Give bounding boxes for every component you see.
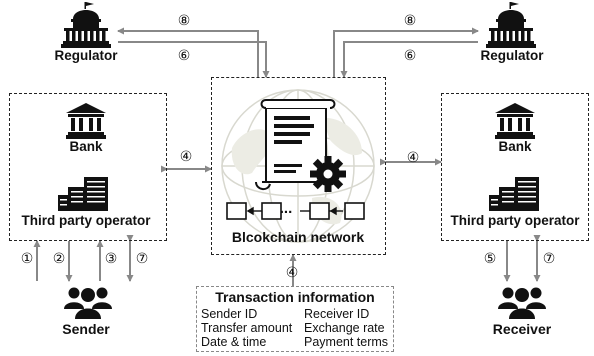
transaction-info-title: Transaction information [215,289,375,305]
arrow-step6-left [118,41,270,78]
sender-label: Sender [62,321,110,337]
operator-right-icon [489,177,539,211]
sender-people-icon [64,287,112,319]
blockchain-network-box [211,77,386,255]
receiver-people-icon [498,287,546,319]
step8-right-label: ⑧ [403,13,417,29]
step5-label: ⑤ [483,251,497,267]
info-exchange-rate: Exchange rate [304,321,385,335]
step4-left-label: ④ [179,149,193,165]
receiver-institutions-box [441,93,589,241]
arrow-step6-right [340,41,478,78]
bank-right-label: Bank [498,139,532,154]
step8-left-label: ⑧ [177,13,191,29]
step7-receiver-label: ⑦ [542,251,556,267]
operator-left-icon [58,177,108,211]
operator-right-label: Third party operator [450,213,580,228]
step1-label: ① [20,251,34,267]
bank-left-label: Bank [69,139,103,154]
bank-right-icon [495,103,535,139]
blockchain-dots: ... [279,200,293,217]
blockchain-illustration [221,89,375,243]
step6-right-label: ⑥ [403,48,417,64]
step4-right-label: ④ [406,150,420,166]
arrow-step8-right [333,27,479,77]
info-transfer-amount: Transfer amount [201,321,293,335]
blockchain-network-label: Blcokchain network [231,229,365,245]
step6-left-label: ⑥ [177,48,191,64]
receiver-label: Receiver [492,321,552,337]
info-receiver-id: Receiver ID [304,307,370,321]
regulator-left-icon [61,2,111,48]
step7-sender-label: ⑦ [135,251,149,267]
info-payment-terms: Payment terms [304,335,389,349]
regulator-right-icon [486,2,536,48]
regulator-left-label: Regulator [54,48,118,63]
bank-left-icon [66,103,106,139]
info-date-time: Date & time [201,335,267,349]
step4-bottom-label: ④ [285,265,299,281]
regulator-right-label: Regulator [480,48,544,63]
step2-label: ② [52,251,66,267]
step3-label: ③ [104,251,118,267]
sender-institutions-box [9,93,167,241]
operator-left-label: Third party operator [21,213,151,228]
gear-icon [310,156,346,192]
info-sender-id: Sender ID [201,307,258,321]
arrow-step8-left [117,27,259,77]
transaction-info-box: Transaction information Sender ID Transf… [196,286,394,352]
